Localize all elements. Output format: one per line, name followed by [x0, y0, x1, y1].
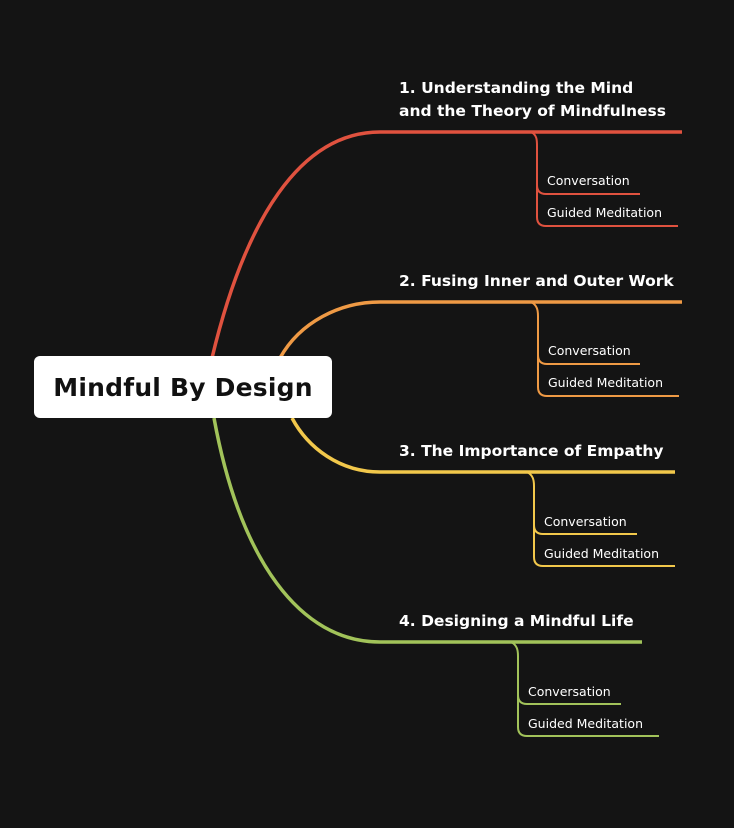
branch-connector-2: [278, 300, 682, 359]
sub-connector-4b: [517, 695, 659, 737]
topic-1-label[interactable]: 1. Understanding the Mind and the Theory…: [399, 79, 666, 120]
topic-1-child-guided-meditation[interactable]: Guided Meditation: [547, 205, 663, 220]
topic-3-child-conversation[interactable]: Conversation: [544, 514, 627, 529]
topic-4-label[interactable]: 4. Designing a Mindful Life: [399, 612, 634, 630]
topic-2-child-guided-meditation[interactable]: Guided Meditation: [548, 375, 664, 390]
topic-1-child-conversation[interactable]: Conversation: [547, 173, 630, 188]
topic-3-child-guided-meditation[interactable]: Guided Meditation: [544, 546, 660, 561]
topic-4-child-conversation[interactable]: Conversation: [528, 684, 611, 699]
topic-2-label[interactable]: 2. Fusing Inner and Outer Work: [399, 272, 674, 290]
sub-connector-1b: [536, 185, 678, 227]
branch-connector-4: [212, 417, 642, 644]
root-node[interactable]: Mindful By Design: [34, 356, 332, 418]
topic-3-label[interactable]: 3. The Importance of Empathy: [399, 442, 664, 460]
topic-4-child-guided-meditation[interactable]: Guided Meditation: [528, 716, 644, 731]
branch-connector-1: [210, 130, 682, 359]
sub-connector-3b: [533, 525, 675, 567]
sub-connector-2b: [537, 355, 679, 397]
root-label: Mindful By Design: [53, 372, 313, 402]
topic-2-child-conversation[interactable]: Conversation: [548, 343, 631, 358]
branch-connector-3: [290, 417, 675, 474]
